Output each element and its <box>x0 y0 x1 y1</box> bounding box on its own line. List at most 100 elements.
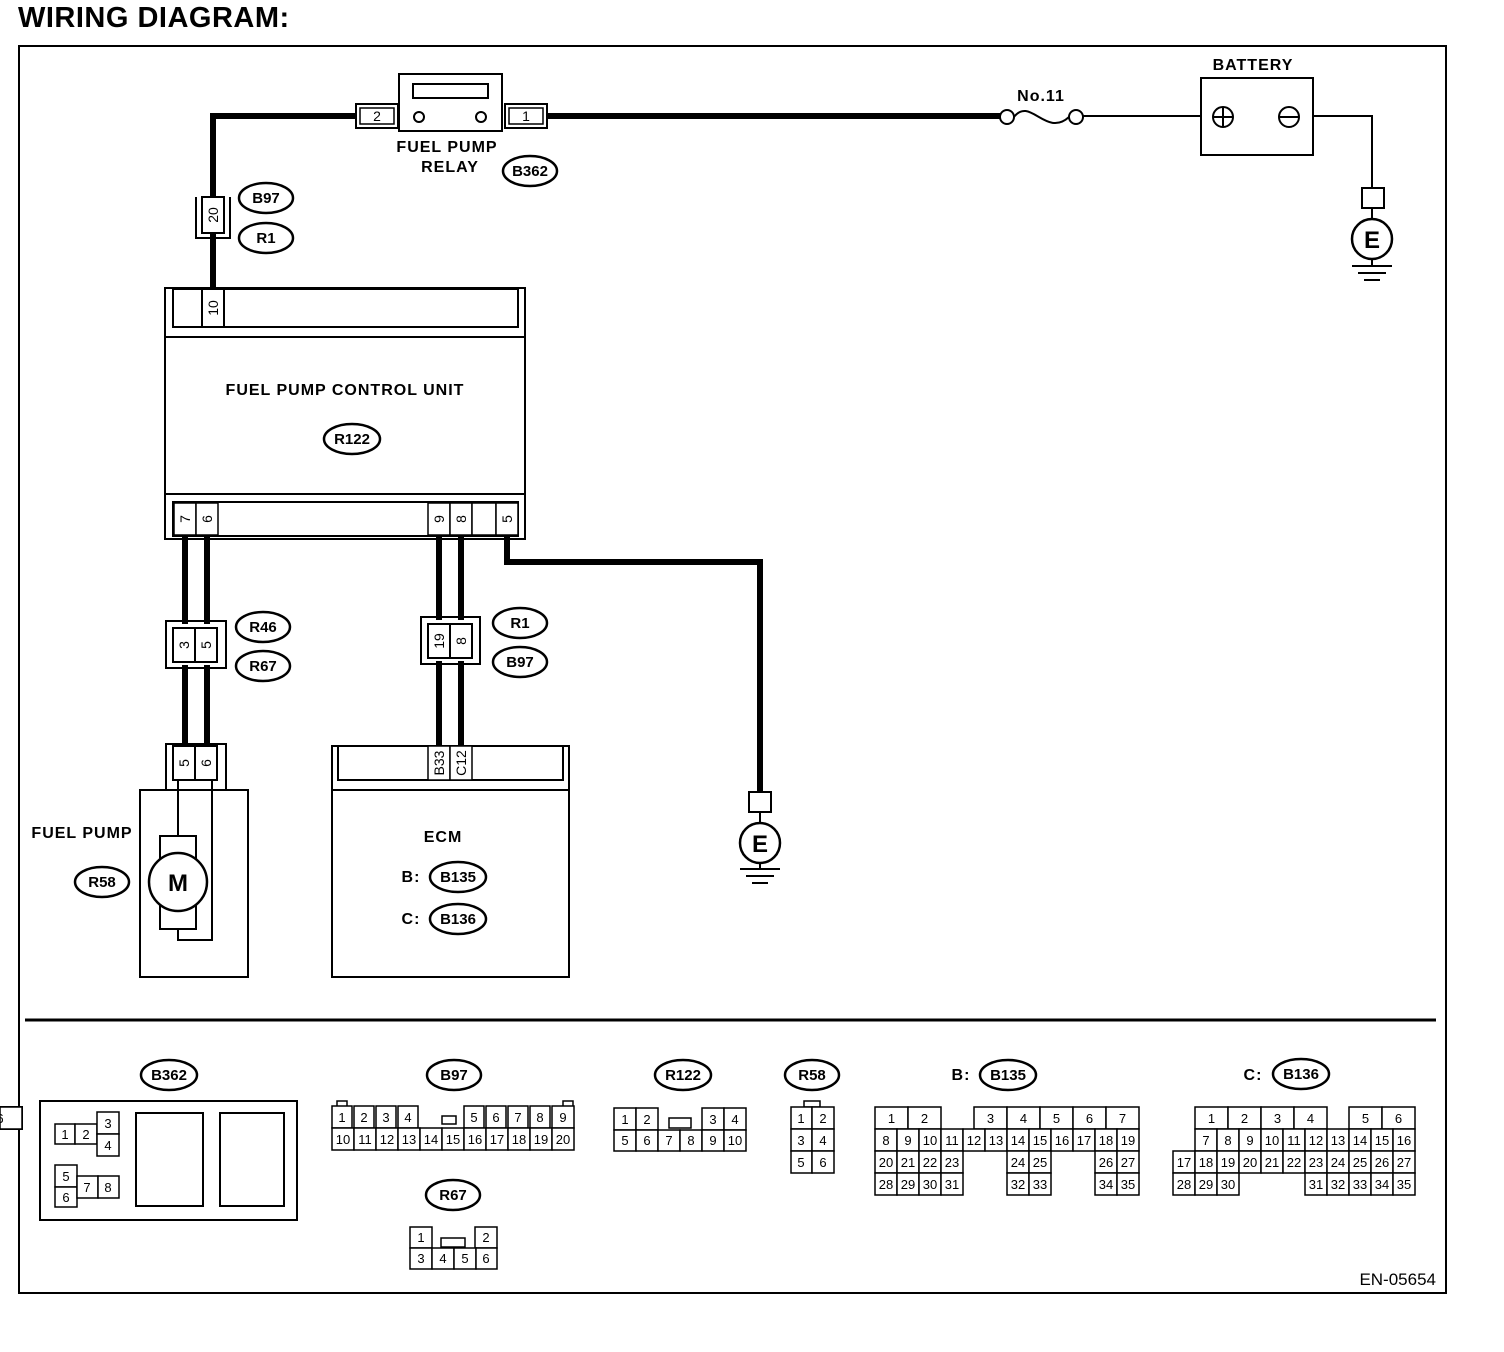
pin-label: 3 <box>1274 1111 1281 1126</box>
svg-text:4: 4 <box>404 1110 411 1125</box>
pin-label: 4 <box>1307 1111 1314 1126</box>
wires <box>182 113 1373 795</box>
connector-view-r58: R58 1 2 3 4 5 6 <box>783 1058 841 1174</box>
pin-label: 20 <box>1243 1155 1257 1170</box>
pin-label: 26 <box>1375 1155 1389 1170</box>
svg-text:8: 8 <box>453 637 469 645</box>
pin-label: 11 <box>1287 1133 1301 1148</box>
relay-label-line1: FUEL PUMP <box>396 139 497 156</box>
svg-text:1: 1 <box>61 1127 68 1142</box>
svg-text:5: 5 <box>461 1251 468 1266</box>
svg-text:5: 5 <box>198 641 214 649</box>
pin-label: 10 <box>1265 1133 1279 1148</box>
svg-text:6: 6 <box>482 1251 489 1266</box>
pin-cell <box>940 1172 964 1196</box>
pin-label: 2 <box>921 1111 928 1126</box>
pin-label: 17 <box>1177 1155 1191 1170</box>
pin-label: 33 <box>1033 1177 1047 1192</box>
svg-text:8: 8 <box>536 1110 543 1125</box>
svg-text:5: 5 <box>621 1133 628 1148</box>
svg-text:17: 17 <box>490 1132 504 1147</box>
pin-label: 30 <box>1221 1177 1235 1192</box>
wire-battery-to-ground <box>1310 115 1373 189</box>
svg-text:7: 7 <box>514 1110 521 1125</box>
inline-connector-r46-r67: 3 5 R46 R67 <box>165 610 292 683</box>
svg-text:1: 1 <box>621 1112 628 1127</box>
connector-tag-r122 <box>322 422 382 456</box>
pin-label: 6 <box>1086 1111 1093 1126</box>
connector-view-r67: R67 1 2 3 4 5 6 <box>409 1178 498 1270</box>
fuse-no11: No.11 <box>999 88 1084 125</box>
svg-text:2: 2 <box>819 1111 826 1126</box>
svg-text:6: 6 <box>62 1190 69 1205</box>
pin-label: 24 <box>1011 1155 1025 1170</box>
svg-text:11: 11 <box>358 1132 372 1147</box>
svg-text:R1: R1 <box>256 230 275 247</box>
fuse-label: No.11 <box>1017 88 1065 105</box>
pin-label: 33 <box>1353 1177 1367 1192</box>
svg-text:3: 3 <box>417 1251 424 1266</box>
ecm: B33 C12 ECM B: B135 C: B136 <box>331 745 570 978</box>
svg-text:E: E <box>752 831 768 858</box>
svg-text:R58: R58 <box>88 874 116 891</box>
pin-label: 18 <box>1099 1133 1113 1148</box>
svg-text:6: 6 <box>198 759 214 767</box>
pin-label: 23 <box>945 1155 959 1170</box>
pin-label: 34 <box>1375 1177 1389 1192</box>
svg-text:R67: R67 <box>249 658 277 675</box>
wire-relay-to-b97 <box>210 113 361 291</box>
connector-tag-r67 <box>234 649 292 683</box>
svg-text:R1: R1 <box>510 615 529 632</box>
pin-label: 12 <box>1309 1133 1323 1148</box>
document-code: EN-05654 <box>1359 1270 1436 1289</box>
svg-text:B97: B97 <box>506 654 534 671</box>
pin-label: 10 <box>923 1133 937 1148</box>
pin-label: 28 <box>879 1177 893 1192</box>
pin-label: 7 <box>1119 1111 1126 1126</box>
wire-fpcu-5-ground <box>504 536 763 795</box>
connector-tag-b136 <box>428 902 488 936</box>
svg-text:B97: B97 <box>252 190 280 207</box>
svg-text:B:: B: <box>402 869 421 886</box>
pin-label: 19 <box>1221 1155 1235 1170</box>
connector-view-r122: R122 1 2 3 4 5 6 7 8 9 10 <box>613 1058 747 1152</box>
pin-label: 35 <box>1397 1177 1411 1192</box>
svg-text:M: M <box>168 870 188 897</box>
pin-label: 8 <box>882 1133 889 1148</box>
svg-text:10: 10 <box>336 1132 350 1147</box>
svg-text:7: 7 <box>83 1180 90 1195</box>
svg-text:7: 7 <box>665 1133 672 1148</box>
battery: BATTERY <box>1200 57 1314 156</box>
pin-label: 30 <box>923 1177 937 1192</box>
fuel-pump-label: FUEL PUMP <box>31 825 132 842</box>
svg-text:5: 5 <box>499 515 515 523</box>
svg-text:14: 14 <box>424 1132 438 1147</box>
connector-tag-r1-lower <box>491 606 549 640</box>
pin-label: 13 <box>1331 1133 1345 1148</box>
pin-label: 34 <box>1099 1177 1113 1192</box>
pin-label: 21 <box>1265 1155 1279 1170</box>
connector-tag-b97-lower <box>491 645 549 679</box>
svg-text:B136: B136 <box>440 911 476 928</box>
svg-text:1: 1 <box>338 1110 345 1125</box>
svg-text:2: 2 <box>360 1110 367 1125</box>
svg-text:B33: B33 <box>431 750 447 775</box>
svg-text:5: 5 <box>62 1169 69 1184</box>
pin-label: 23 <box>1309 1155 1323 1170</box>
connector-view-b136: C: B136 12345612345678910111213141516171… <box>0 1057 1416 1196</box>
pin-label: 1 <box>1208 1111 1215 1126</box>
svg-text:1: 1 <box>417 1230 424 1245</box>
relay-label-line2: RELAY <box>421 159 479 176</box>
svg-text:20: 20 <box>556 1132 570 1147</box>
svg-text:6: 6 <box>819 1155 826 1170</box>
svg-text:3: 3 <box>709 1112 716 1127</box>
ground-symbol-top: E <box>1350 187 1394 281</box>
connector-tag-b362 <box>501 154 559 188</box>
svg-text:3: 3 <box>797 1133 804 1148</box>
pin-label: 27 <box>1121 1155 1135 1170</box>
svg-text:R58: R58 <box>798 1067 826 1084</box>
svg-text:19: 19 <box>431 633 447 649</box>
ecm-label: ECM <box>424 829 463 846</box>
diagram-frame <box>18 45 1447 1294</box>
svg-text:8: 8 <box>687 1133 694 1148</box>
